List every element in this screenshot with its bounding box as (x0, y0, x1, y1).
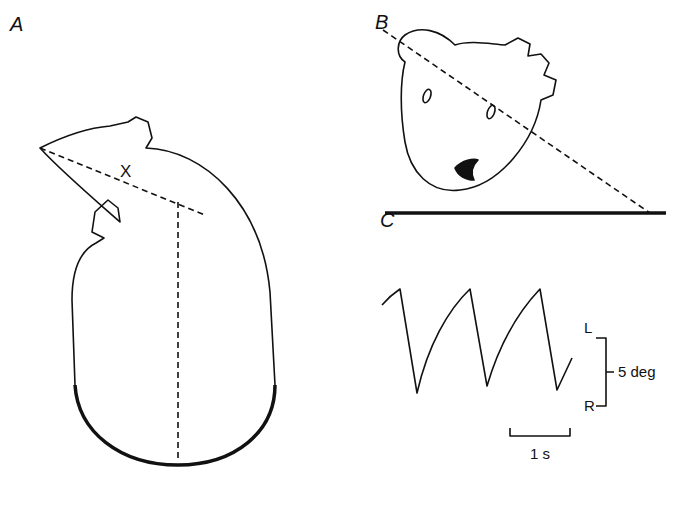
head-axis (40, 148, 205, 215)
ground-line (385, 211, 666, 215)
scale-label: 5 deg (618, 364, 656, 379)
thick-rear-outline (75, 385, 275, 465)
direction-label: R (584, 398, 595, 413)
panel-letter: C (380, 210, 394, 230)
panel-letter: B (375, 12, 388, 32)
animal-outline (40, 117, 275, 465)
direction-label: L (584, 320, 592, 335)
panel-letter: A (10, 14, 23, 34)
head-outline (398, 30, 556, 191)
time-scale-bar (510, 428, 570, 436)
head-tilt-axis (383, 30, 650, 213)
angle-scale-bar (596, 338, 614, 406)
eye (421, 88, 432, 104)
position-mark: X (120, 163, 131, 180)
head-angle-trace (382, 289, 572, 393)
scale-label: 1 s (530, 446, 550, 461)
body-axis (177, 202, 179, 462)
nose (455, 159, 478, 180)
